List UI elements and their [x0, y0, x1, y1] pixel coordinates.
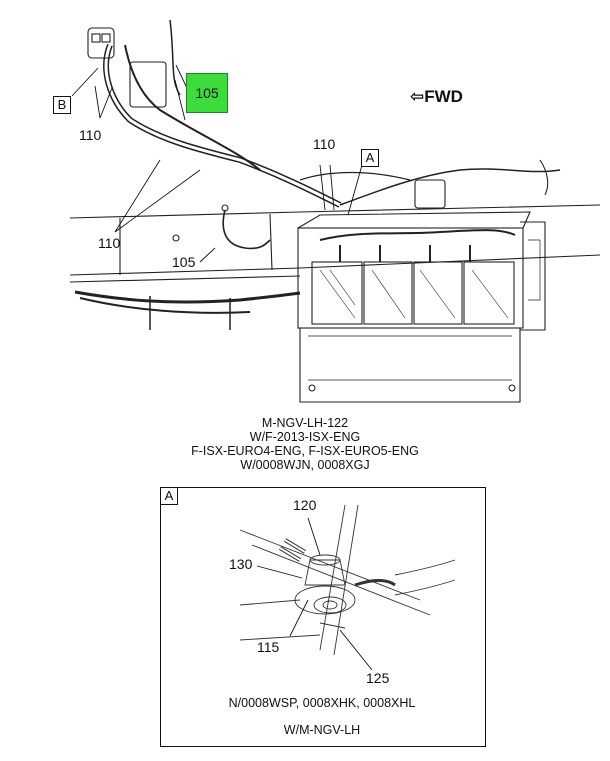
fwd-label: FWD	[424, 87, 463, 106]
highlight-callout-105: 105	[186, 73, 228, 113]
label-120: 120	[293, 497, 317, 513]
label-110-bottom-left: 110	[98, 235, 121, 251]
caption-line-3: F-ISX-EURO4-ENG, F-ISX-EURO5-ENG	[191, 444, 419, 458]
label-105-highlight: 105	[195, 85, 219, 101]
detail-a-note-1: N/0008WSP, 0008XHK, 0008XHL	[228, 696, 416, 710]
left-arrow-icon: ⇦	[410, 87, 425, 106]
label-110-top-left: 110	[79, 127, 102, 143]
detail-a-panel	[160, 487, 486, 747]
forward-indicator: ⇦FWD	[410, 87, 463, 107]
detail-a-note-2: W/M-NGV-LH	[283, 723, 361, 737]
label-130: 130	[229, 556, 253, 572]
label-110-top-right: 110	[313, 136, 336, 152]
label-105-lower: 105	[172, 254, 196, 270]
caption-line-2: W/F-2013-ISX-ENG	[249, 430, 361, 444]
label-125: 125	[366, 670, 390, 686]
caption-line-1: M-NGV-LH-122	[261, 416, 349, 430]
callout-b-box: B	[53, 96, 71, 114]
label-115: 115	[257, 639, 280, 655]
callout-a-box: A	[361, 149, 379, 167]
detail-a-title: A	[160, 487, 178, 505]
caption-line-4: W/0008WJN, 0008XGJ	[240, 458, 370, 472]
